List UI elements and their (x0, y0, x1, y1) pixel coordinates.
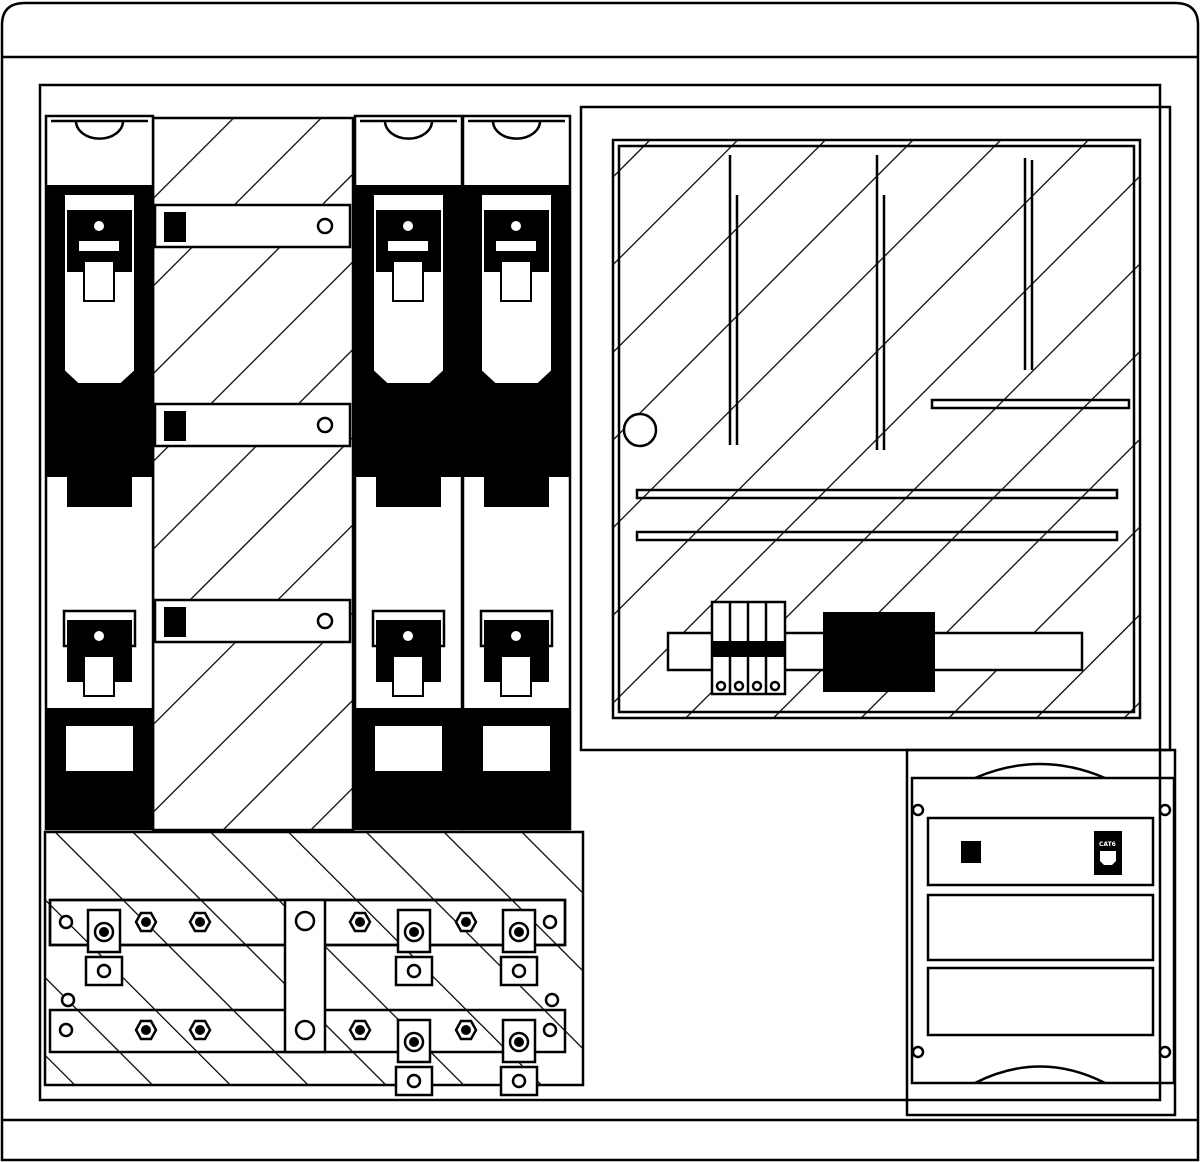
cat6-socket: CAT6 (1094, 831, 1122, 875)
fuse-switch-2 (353, 114, 464, 831)
fuse-switch-3 (461, 114, 572, 831)
meter-mounts (635, 155, 1131, 542)
comm-row-3 (926, 966, 1155, 1037)
circuit-breakers (710, 600, 787, 696)
fuse-switch-1 (44, 114, 155, 831)
inner-frame (38, 83, 1162, 1102)
busbar-strips (153, 203, 352, 644)
busbars (48, 898, 567, 1097)
meter-panel (579, 105, 1172, 752)
terminal-block (823, 612, 935, 692)
comm-panel (905, 748, 1177, 1117)
comm-row-2 (926, 893, 1155, 962)
status-indicator (961, 841, 981, 863)
comm-row-1 (926, 816, 1155, 887)
door-lock (622, 412, 658, 448)
cat6-label: CAT6 (1099, 841, 1116, 848)
